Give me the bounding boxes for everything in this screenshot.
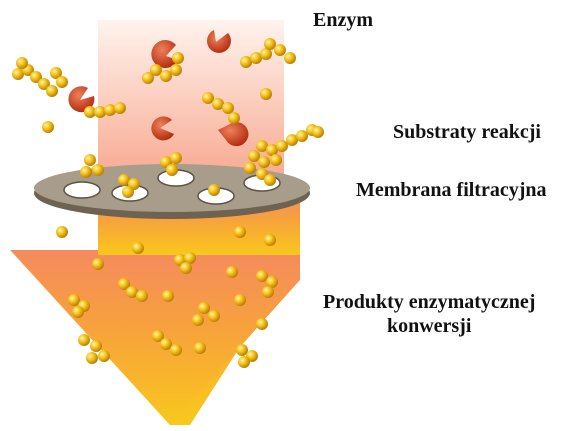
substrate-particle (258, 156, 270, 168)
product-particle (198, 302, 210, 314)
product-particle (234, 294, 246, 306)
product-particle (92, 258, 104, 270)
product-particle (68, 294, 80, 306)
product-particle (162, 290, 174, 302)
products-label: Produkty enzymatycznej konwersji (323, 290, 535, 338)
substrate-particle (92, 164, 104, 176)
substrates-label: Substraty reakcji (393, 120, 541, 144)
substrate-particle (84, 154, 96, 166)
product-particle (136, 290, 148, 302)
substrate-particle (42, 121, 54, 133)
substrate-particle (208, 184, 220, 196)
product-particle (234, 226, 246, 238)
substrate-particle (312, 126, 324, 138)
product-particle (262, 286, 274, 298)
product-particle (256, 270, 268, 282)
substrate-particle (56, 76, 68, 88)
product-particle (180, 262, 192, 274)
product-particle (90, 340, 102, 352)
substrate-particle (296, 130, 308, 142)
product-particle (192, 314, 204, 326)
substrate-particle (228, 112, 240, 124)
substrate-particle (248, 150, 260, 162)
substrate-particle (114, 102, 126, 114)
substrate-particle (222, 102, 234, 114)
product-particle (56, 226, 68, 238)
substrate-particle (274, 44, 286, 56)
product-particle (238, 356, 250, 368)
substrate-particle (270, 154, 282, 166)
products-label-line2: konwersji (323, 314, 535, 338)
substrate-particle (142, 72, 154, 84)
substrate-particle (170, 152, 182, 164)
substrate-particle (202, 92, 214, 104)
product-particle (208, 310, 220, 322)
product-particle (98, 350, 110, 362)
product-particle (170, 344, 182, 356)
product-particle (86, 352, 98, 364)
substrate-particle (264, 38, 276, 50)
product-particle (256, 318, 268, 330)
product-particle (264, 234, 276, 246)
products-label-line1: Produkty enzymatycznej (323, 290, 535, 314)
substrate-particle (264, 174, 276, 186)
product-particle (236, 344, 248, 356)
substrate-particle (160, 70, 172, 82)
product-particle (132, 242, 144, 254)
substrate-particle (16, 57, 28, 69)
membrane-label: Membrana filtracyjna (356, 178, 547, 202)
substrate-particle (170, 64, 182, 76)
substrate-particle (46, 85, 58, 97)
substrate-particle (172, 52, 184, 64)
substrate-particle (80, 166, 92, 178)
substrate-particle (260, 88, 272, 100)
product-particle (72, 306, 84, 318)
substrate-particle (104, 104, 116, 116)
substrate-particle (166, 164, 178, 176)
substrate-particle (276, 140, 288, 152)
product-particle (194, 342, 206, 354)
substrate-particle (122, 186, 134, 198)
product-particle (78, 334, 90, 346)
substrate-particle (244, 162, 256, 174)
product-particle (160, 338, 172, 350)
product-particle (226, 266, 238, 278)
enzyme-label: Enzym (313, 8, 373, 32)
substrate-particle (284, 52, 296, 64)
membrane-pore (64, 182, 100, 198)
substrate-particle (94, 106, 106, 118)
